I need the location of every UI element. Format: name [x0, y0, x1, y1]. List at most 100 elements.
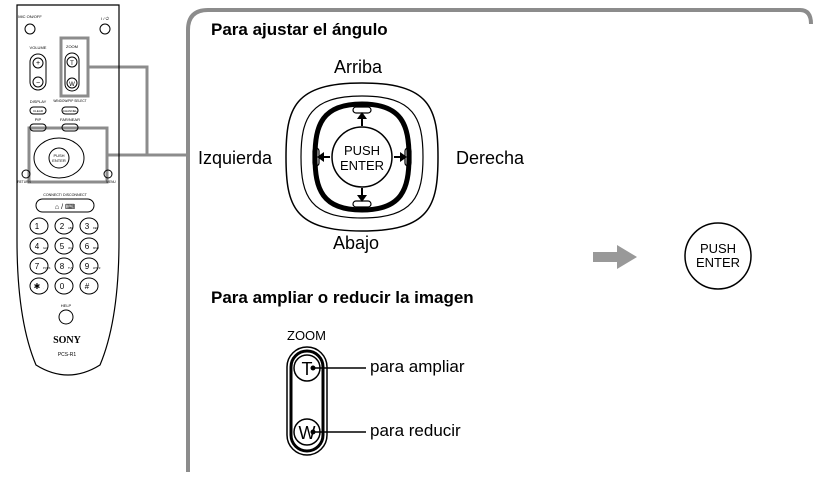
keypad-digit: 1 — [35, 222, 40, 231]
svg-text:⌂ / ⌨: ⌂ / ⌨ — [55, 203, 75, 211]
return-button — [21, 169, 31, 179]
volume-rocker — [29, 53, 47, 91]
keypad-digit: 0 — [60, 282, 65, 291]
volume-label: VOLUME — [30, 45, 47, 50]
power-label: I / ⏻ — [101, 16, 109, 21]
keypad-digit: 5 — [60, 242, 65, 251]
zoom-rocker — [64, 52, 80, 92]
menu-label: MENU — [106, 180, 116, 184]
connect-button — [35, 198, 95, 213]
keypad-key — [79, 277, 99, 295]
zoom-highlight — [59, 36, 90, 98]
zoom-diagram — [286, 346, 366, 456]
svg-text:W: W — [69, 82, 75, 88]
brand-logo: SONY — [53, 335, 82, 346]
keypad-key — [29, 217, 49, 235]
keypad-digit: 8 — [60, 262, 65, 271]
joystick-outer-ring — [285, 82, 439, 232]
pip-button — [29, 123, 47, 132]
keypad-letters: MNO — [93, 246, 99, 250]
enter-standalone-label: ENTER — [696, 255, 740, 270]
keypad-key — [54, 277, 74, 295]
arrow-up-icon — [357, 112, 367, 119]
label-right: Derecha — [456, 148, 525, 168]
channel-button — [61, 106, 79, 115]
w-key-label: W — [299, 423, 316, 443]
return-label: RETURN — [17, 180, 31, 184]
keypad-digit: 9 — [85, 262, 90, 271]
mic-button — [24, 23, 36, 35]
keypad-key — [79, 237, 99, 255]
zoom-small-label: ZOOM — [66, 44, 78, 49]
keypad-key — [79, 217, 99, 235]
pip-label: PIP — [35, 117, 42, 122]
joystick-inner-ring — [300, 95, 424, 219]
display-label: DISPLAY — [30, 99, 47, 104]
enter-label: ENTER — [340, 158, 384, 173]
callout-lines — [87, 65, 188, 157]
power-button — [99, 23, 111, 35]
svg-text:−: − — [36, 80, 40, 87]
keypad-key — [29, 237, 49, 255]
keypad-key — [54, 257, 74, 275]
keypad-digit: 4 — [35, 242, 40, 251]
keypad-digit: 3 — [85, 222, 90, 231]
remote-push-1: PUSH — [53, 153, 64, 158]
far-near-button — [61, 123, 79, 132]
label-up: Arriba — [334, 57, 383, 77]
keypad-letters: TUV — [68, 266, 73, 270]
label-down: Abajo — [333, 233, 380, 253]
keypad-digit: 6 — [85, 242, 90, 251]
arrow-left-icon — [317, 152, 324, 162]
push-enter-standalone — [684, 222, 752, 290]
push-enter-button — [331, 126, 393, 188]
remote-joystick-ring — [33, 137, 85, 179]
keypad-digit: # — [85, 282, 90, 291]
keypad-letters: PQRS — [43, 266, 51, 270]
joystick-diagram — [285, 82, 439, 232]
connect-label: CONNECT/ DISCONNECT — [43, 193, 87, 197]
angle-heading: Para ajustar el ángulo — [211, 20, 388, 39]
keypad-digit: 2 — [60, 222, 65, 231]
help-button — [58, 309, 74, 325]
remote-joystick-center — [48, 147, 70, 169]
model-label: PCS-R1 — [58, 352, 77, 358]
remote-body — [16, 4, 120, 376]
joystick-highlight — [27, 126, 109, 184]
channel-label: CHANNEL — [63, 109, 78, 113]
keypad-digit: 7 — [35, 262, 40, 271]
zoom-out-label: para reducir — [370, 421, 461, 440]
panel-frame — [186, 8, 813, 472]
label-left: Izquierda — [198, 148, 273, 168]
mic-label: MIC ON/OFF — [18, 14, 42, 19]
joystick-rocker — [312, 101, 412, 213]
zoom-in-label: para ampliar — [370, 357, 465, 376]
keypad-letters: GHI — [43, 246, 48, 250]
t-key-label: T — [302, 359, 313, 379]
clear-label: CLEAR — [33, 109, 44, 113]
help-label: HELP — [61, 303, 72, 308]
grey-arrow-icon — [593, 245, 637, 269]
zoom-rocker-outer — [286, 346, 328, 456]
keypad-letters: JKL — [68, 246, 73, 250]
window-select-label: WINDOW/PIP SELECT — [53, 99, 86, 103]
arrow-down-icon — [357, 195, 367, 202]
push-standalone-label: PUSH — [700, 241, 736, 256]
remote-control — [16, 4, 120, 376]
keypad-letters: . — [43, 287, 44, 290]
zoom-heading: Para ampliar o reducir la imagen — [211, 288, 474, 307]
clear-button — [29, 106, 47, 115]
keypad-key — [54, 237, 74, 255]
keypad-key — [29, 257, 49, 275]
push-label: PUSH — [344, 143, 380, 158]
zoom-title-label: ZOOM — [287, 328, 326, 343]
zoom-rocker-inner — [289, 349, 325, 453]
keypad-letters: WXYZ — [93, 266, 101, 270]
keypad-digit: ✱ — [34, 282, 41, 291]
menu-button — [103, 169, 113, 179]
remote-labels: MIC ON/OFF I / ⏻ VOLUME ZOOM DISPLAY CLE… — [17, 14, 116, 358]
keypad-letters: ABC — [68, 226, 73, 230]
direction-arrows — [317, 112, 407, 202]
remote-push-2: ENTER — [52, 158, 66, 163]
